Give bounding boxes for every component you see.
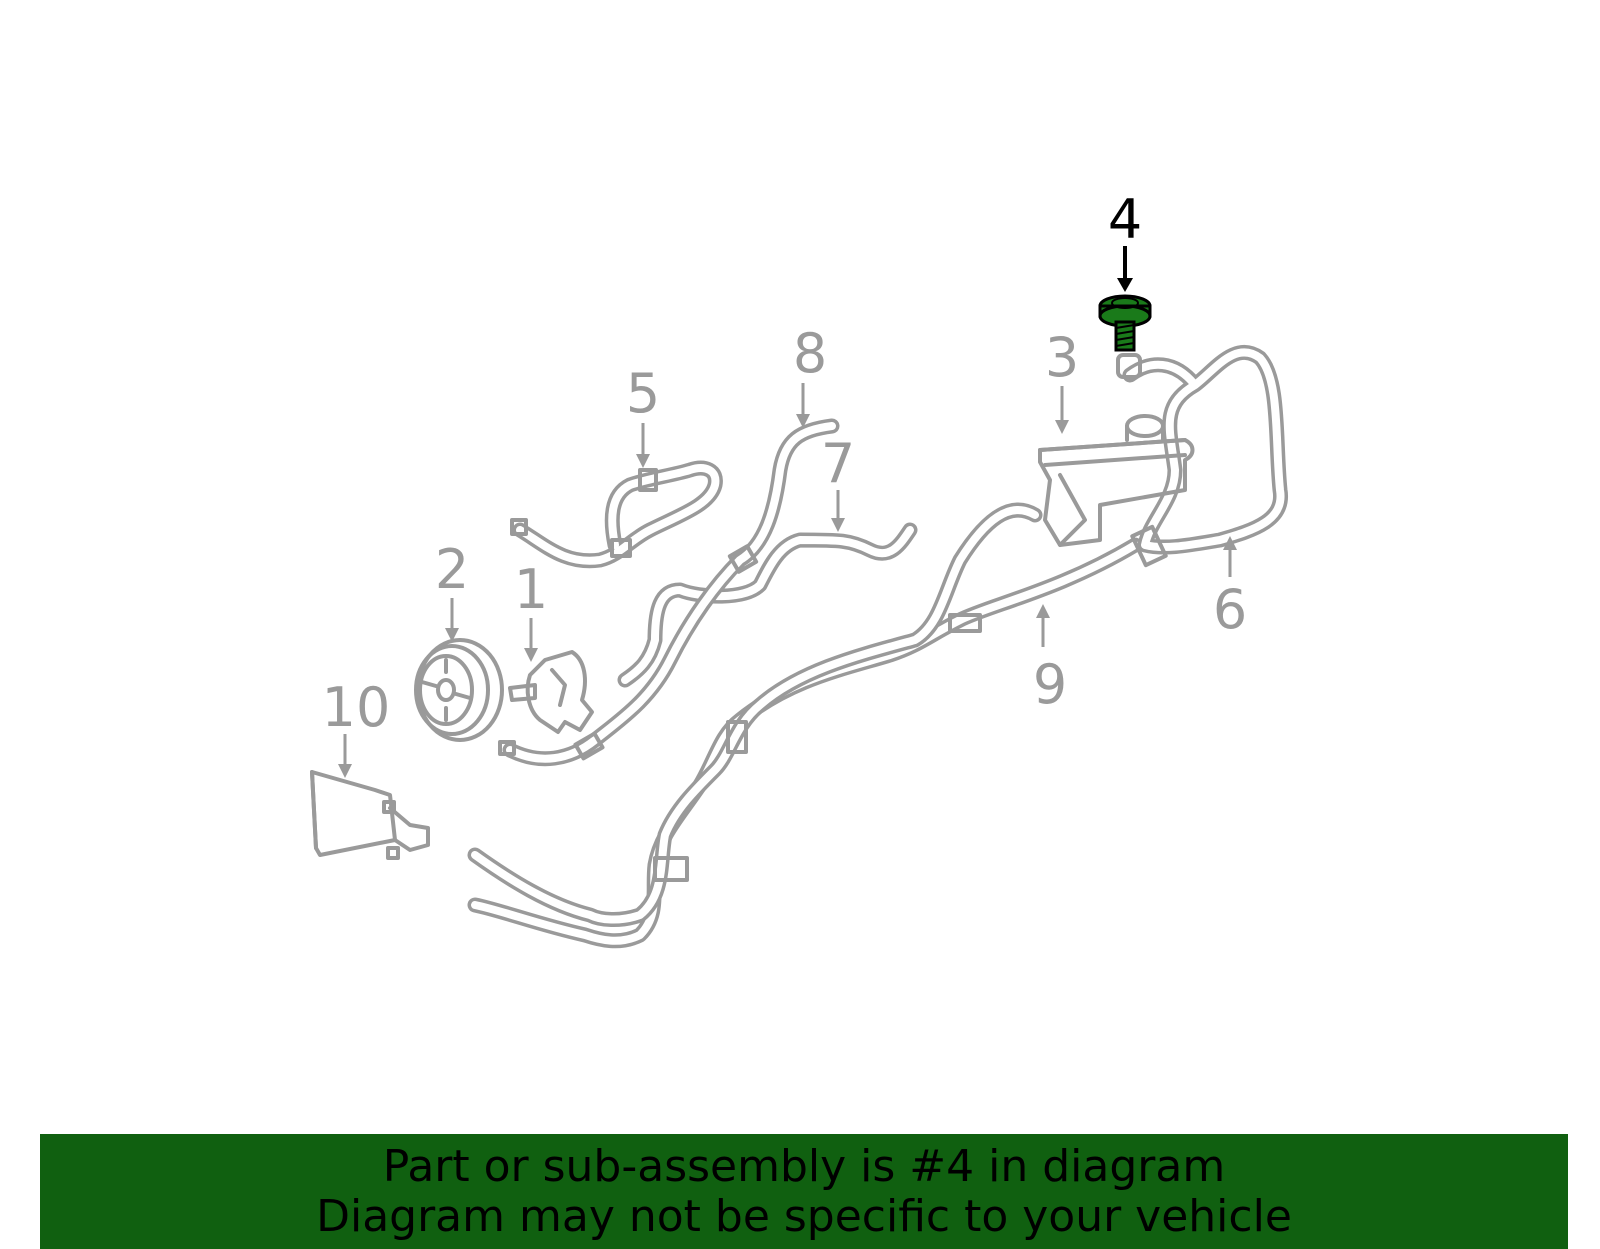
callout-numbers: 1 2 3 4 5 6 7 8 9 10 [322,188,1248,739]
callout-7[interactable]: 7 [821,432,855,495]
hose-7 [617,522,918,688]
callout-10[interactable]: 10 [322,676,391,739]
line-assembly-9 [467,502,1143,949]
parts-diagram: 1 2 3 4 5 6 7 8 9 10 [310,188,1288,949]
callout-3[interactable]: 3 [1045,326,1079,389]
info-banner: Part or sub-assembly is #4 in diagram Di… [40,1134,1568,1249]
banner-line-2: Diagram may not be specific to your vehi… [316,1191,1292,1242]
pulley-2 [414,638,504,742]
callout-9[interactable]: 9 [1033,653,1067,716]
hose-6 [1116,344,1288,568]
callout-4[interactable]: 4 [1108,188,1142,251]
callout-6[interactable]: 6 [1213,578,1247,641]
reservoir-3 [1038,414,1195,547]
pump-1 [508,650,594,734]
banner-line-1: Part or sub-assembly is #4 in diagram [382,1141,1226,1192]
bolt-4 [1098,294,1152,352]
cooler-10 [310,770,430,860]
callout-1[interactable]: 1 [514,558,548,621]
line-8 [498,418,840,767]
callout-8[interactable]: 8 [793,322,827,385]
hose-5 [510,460,723,569]
leader-arrows [338,246,1237,778]
callout-5[interactable]: 5 [626,362,660,425]
callout-2[interactable]: 2 [435,538,469,601]
